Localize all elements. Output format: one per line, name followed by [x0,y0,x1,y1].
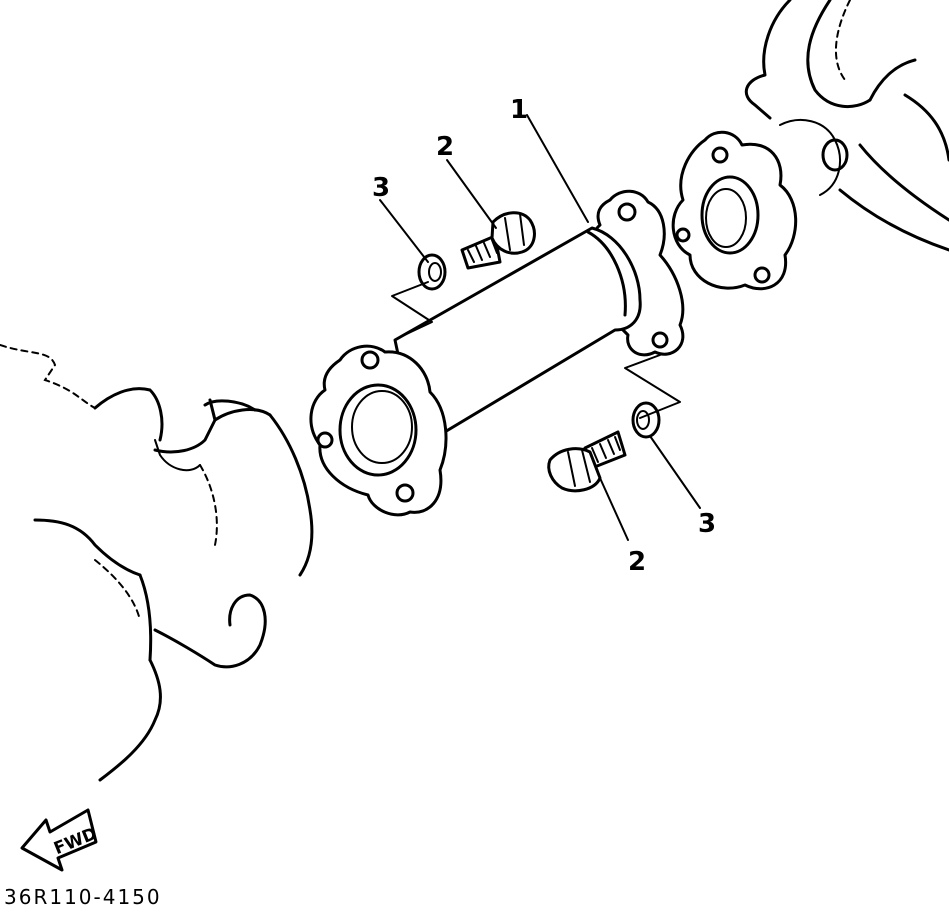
part-3-upper-washer [417,253,447,291]
front-housing [0,344,314,782]
part-3-lower-washer [631,401,661,439]
rear-housing [671,0,949,291]
part-2-upper-bolt [460,211,536,270]
callout-part-1: 1 [510,95,528,125]
callout-part-3-lower: 3 [698,509,716,539]
upper-assembly-line [391,281,433,339]
part-2-lower-bolt [547,430,627,493]
leader-lines [379,114,701,541]
drawing-code: 36R110-4150 [4,885,162,908]
callout-part-3-upper: 3 [372,173,390,203]
callout-part-2-lower: 2 [628,547,646,577]
callout-part-2-upper: 2 [436,132,454,162]
fwd-arrow: FWD [20,808,100,872]
part-1-joint-tube [309,189,685,517]
lower-assembly-line [624,354,681,419]
